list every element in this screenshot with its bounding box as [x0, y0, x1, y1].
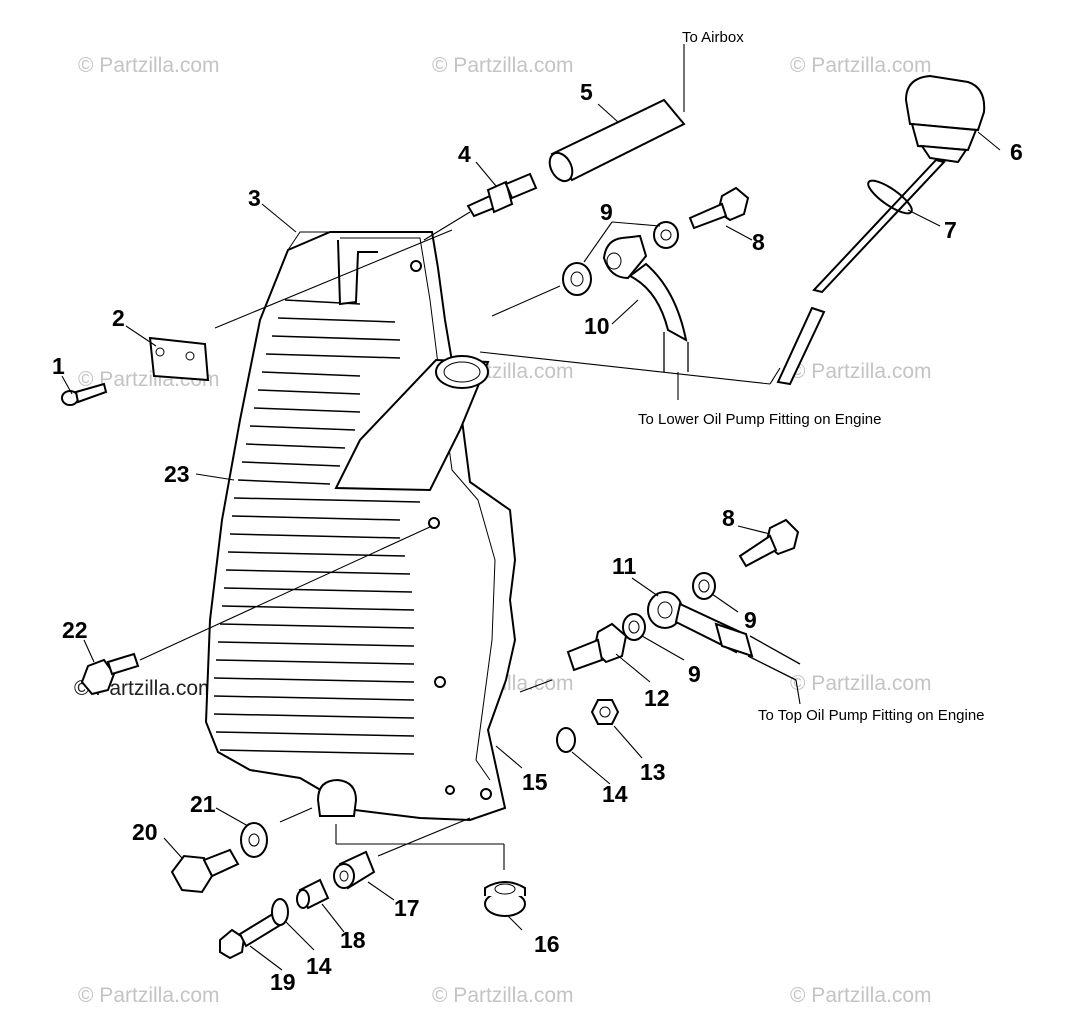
label-part-3: 3: [248, 185, 261, 211]
label-part-14: 14: [602, 781, 628, 807]
label-part-2: 2: [112, 305, 125, 331]
label-part-1: 1: [52, 353, 65, 379]
top-pump-callout: To Top Oil Pump Fitting on Engine: [758, 707, 985, 724]
lower-hose-fitting: [647, 591, 801, 681]
airbox-callout: To Airbox: [682, 29, 744, 46]
upper-hose-fitting: [602, 234, 689, 372]
washer: [562, 262, 592, 296]
watermark: © Partzilla.com: [78, 54, 220, 77]
hose-fitting: [566, 622, 628, 672]
guide-lines: [139, 44, 781, 870]
lower-pump-callout: To Lower Oil Pump Fitting on Engine: [638, 411, 881, 428]
tank-ribs: [213, 299, 421, 755]
washer: [622, 613, 646, 641]
label-part-8: 8: [752, 229, 765, 255]
washer: [556, 727, 576, 753]
vent-fitting: [466, 172, 538, 218]
label-part-19: 19: [270, 969, 296, 995]
label-part-20: 20: [132, 819, 158, 845]
washer: [653, 221, 679, 249]
label-part-9: 9: [600, 199, 613, 225]
label-part-22: 22: [62, 617, 88, 643]
nut: [590, 699, 620, 725]
label-part-13: 13: [640, 759, 666, 785]
label-part-5: 5: [580, 79, 593, 105]
watermark: © Partzilla.com: [790, 360, 932, 383]
filler-neck: [334, 358, 490, 492]
grommet: [484, 881, 526, 917]
tank-bolt: [80, 652, 140, 696]
banjo-bolt-upper: [688, 186, 750, 230]
label-part-15: 15: [522, 769, 548, 795]
mount-plate: [148, 336, 210, 382]
label-part-18: 18: [340, 927, 366, 953]
sleeve: [296, 878, 330, 910]
filler-opening: [435, 355, 489, 389]
vent-hose: [548, 98, 686, 183]
label-part-12: 12: [644, 685, 670, 711]
spacer: [333, 850, 376, 890]
dipstick-cap: [776, 74, 986, 386]
label-part-9: 9: [744, 607, 757, 633]
label-part-6: 6: [1010, 139, 1023, 165]
drain-bolt: [170, 822, 268, 894]
leader-lines: [61, 103, 1001, 971]
screw: [61, 382, 108, 406]
watermark: © Partzilla.com: [790, 984, 932, 1007]
washer: [692, 572, 716, 600]
watermark: © Partzilla.com: [790, 672, 932, 695]
label-part-16: 16: [534, 931, 560, 957]
watermark: © Partzilla.com: [432, 984, 574, 1007]
watermark: © Partzilla.com: [432, 54, 574, 77]
watermark: © Partzilla.com: [78, 984, 220, 1007]
part-labels: 1 2 3 4 5 6 7 8 8 9 9 9 10 11 12 13 14 1…: [52, 79, 1023, 995]
label-part-14: 14: [306, 953, 332, 979]
label-part-8: 8: [722, 505, 735, 531]
watermark: © Partzilla.com: [790, 54, 932, 77]
label-part-23: 23: [164, 461, 190, 487]
label-part-17: 17: [394, 895, 420, 921]
oil-tank-body: [204, 231, 517, 822]
tank-bracket: [337, 239, 378, 306]
label-part-11: 11: [612, 553, 637, 579]
banjo-bolt-lower: [738, 518, 800, 568]
label-part-21: 21: [190, 791, 216, 817]
label-part-4: 4: [458, 141, 471, 167]
label-part-10: 10: [584, 313, 610, 339]
mount-bolt: [219, 898, 289, 960]
label-part-9: 9: [688, 661, 701, 687]
label-part-7: 7: [944, 217, 957, 243]
